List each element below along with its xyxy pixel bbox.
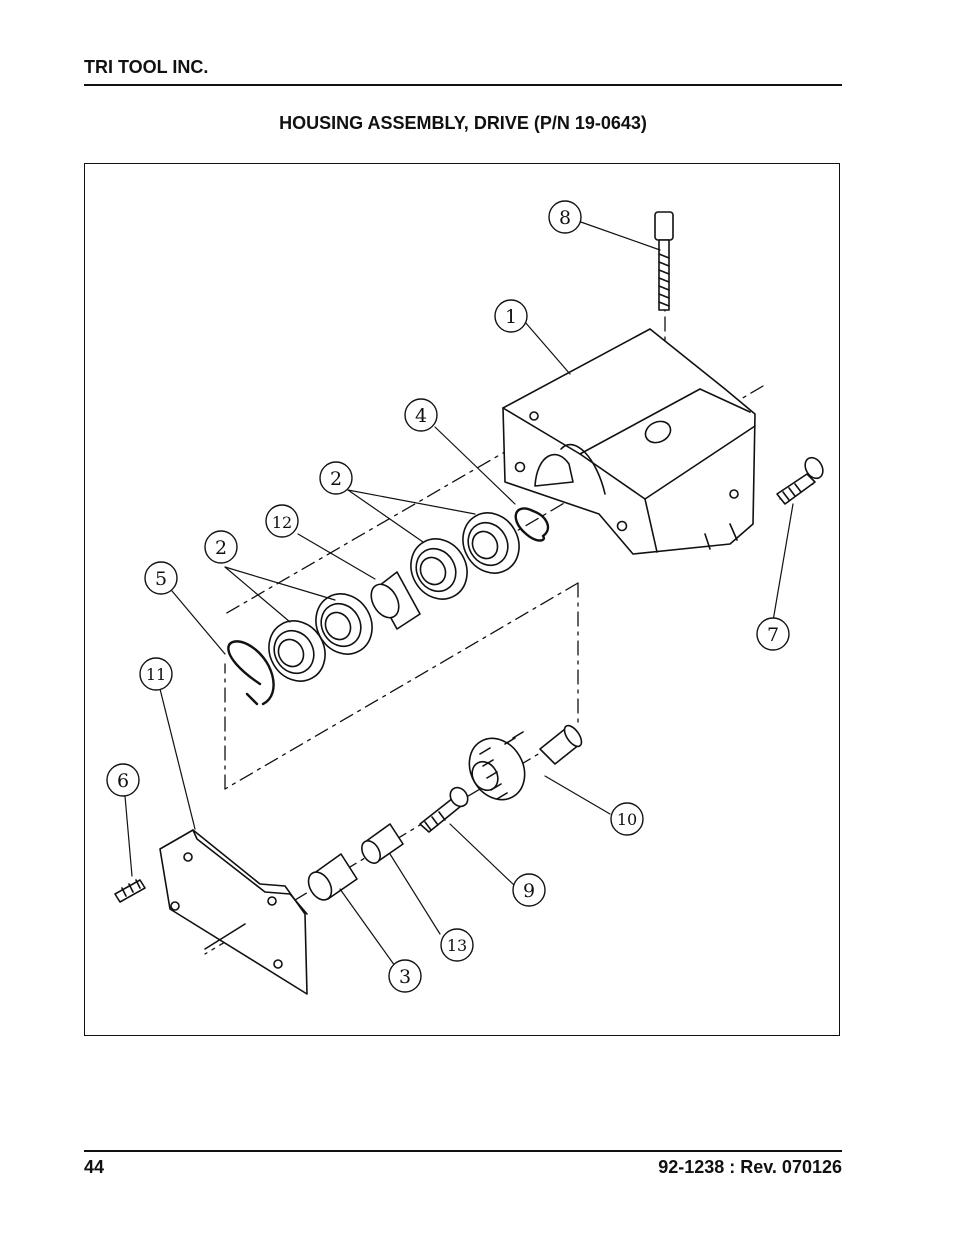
part-cover-screw [114, 879, 146, 903]
footer-rule [84, 1150, 842, 1152]
part-bearing-left-outer [268, 620, 326, 682]
callout-7: 7 [767, 624, 779, 646]
part-housing [502, 328, 756, 555]
callout-2-lower: 2 [215, 537, 227, 559]
callout-4: 4 [415, 405, 427, 427]
document-reference: 92-1238 : Rev. 070126 [658, 1157, 842, 1177]
leader-lines [124, 220, 794, 967]
part-retaining-ring-right [514, 507, 550, 542]
callout-3: 3 [399, 966, 411, 988]
callout-12: 12 [272, 513, 292, 532]
callout-8: 8 [559, 207, 571, 229]
part-bushing-small [361, 823, 404, 864]
part-bearing-right-outer [462, 512, 520, 574]
callout-9: 9 [523, 880, 535, 902]
assembly-axis-lines [204, 258, 814, 955]
header-rule [84, 84, 842, 86]
callout-11: 11 [146, 665, 166, 684]
callout-6: 6 [117, 770, 129, 792]
company-name: TRI TOOL INC. [84, 57, 209, 77]
part-cap-screw-top [654, 211, 674, 311]
callout-bubbles: 8 1 4 2 12 2 5 11 6 7 10 9 13 3 [106, 200, 790, 993]
exploded-diagram: 8 1 4 2 12 2 5 11 6 7 10 9 13 3 [84, 163, 840, 1036]
callout-5: 5 [155, 568, 167, 590]
part-gear-shaft [468, 724, 583, 801]
part-spacer [370, 571, 421, 630]
callout-1: 1 [505, 306, 517, 328]
callout-2-upper: 2 [330, 468, 342, 490]
diagram-drawing: 8 1 4 2 12 2 5 11 6 7 10 9 13 3 [106, 200, 824, 995]
part-retaining-ring-left [227, 640, 275, 706]
callout-13: 13 [447, 936, 467, 955]
part-bushing-large [307, 853, 358, 901]
part-screw-shaft [419, 786, 469, 833]
part-side-screw [776, 456, 824, 505]
callout-10: 10 [617, 810, 637, 829]
part-cover-plate [159, 829, 308, 995]
page-number: 44 [84, 1157, 105, 1177]
page-title: HOUSING ASSEMBLY, DRIVE (P/N 19-0643) [279, 113, 647, 133]
